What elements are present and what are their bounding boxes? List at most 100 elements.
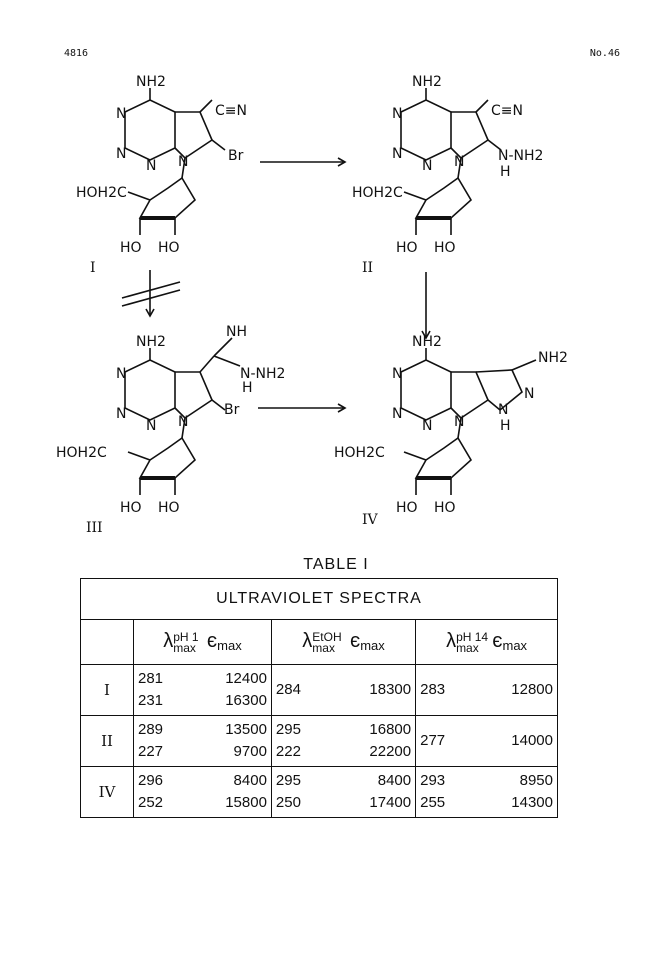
svg-text:C≡N: C≡N (491, 103, 523, 119)
svg-text:N: N (178, 414, 188, 430)
svg-text:N: N (146, 418, 156, 434)
svg-text:HO: HO (434, 500, 456, 516)
reaction-scheme: NH2 C≡N N N N N Br HOH2C HO HO I NH2 C≡N… (56, 74, 568, 536)
svg-text:III: III (86, 520, 103, 536)
svg-text:H: H (500, 164, 511, 180)
value-pair: 281 12400 (138, 668, 267, 690)
svg-text:N: N (146, 158, 156, 174)
svg-text:HO: HO (434, 240, 456, 256)
svg-text:HOH2C: HOH2C (352, 185, 403, 201)
svg-text:HO: HO (120, 500, 142, 516)
value-pair: 284 18300 (276, 679, 411, 701)
svg-text:HO: HO (120, 240, 142, 256)
cell-etoh: 284 18300 (270, 664, 417, 716)
compound-2-labels: NH2 C≡N N N N N N-NH2 H HOH2C HO HO II (352, 74, 543, 276)
svg-text:N-NH2: N-NH2 (240, 366, 285, 382)
svg-text:NH2: NH2 (412, 74, 442, 90)
lambda-value: 255 (420, 794, 446, 811)
lambda-value: 227 (138, 743, 164, 760)
value-pair: 252 15800 (138, 792, 267, 814)
compound-numeral: IV (80, 766, 134, 818)
compound-3-structure (124, 337, 241, 495)
epsilon-value: 9700 (233, 743, 267, 760)
svg-text:I: I (90, 260, 96, 276)
lambda-value: 252 (138, 794, 164, 811)
svg-text:N: N (392, 106, 402, 122)
epsilon-value: 18300 (369, 681, 412, 698)
table-caption: ULTRAVIOLET SPECTRA (80, 578, 558, 620)
blocked-mark (121, 281, 181, 299)
svg-text:N: N (116, 406, 126, 422)
svg-text:IV: IV (362, 512, 379, 528)
issue-number: No.46 (589, 48, 620, 59)
svg-text:N: N (422, 158, 432, 174)
svg-text:HO: HO (158, 240, 180, 256)
svg-text:N: N (392, 366, 402, 382)
epsilon-value: 14300 (511, 794, 553, 811)
svg-text:N: N (178, 154, 188, 170)
lambda-value: 289 (138, 721, 164, 738)
lambda-value: 284 (275, 681, 301, 698)
svg-text:NH2: NH2 (412, 334, 442, 350)
page-number: 4816 (64, 48, 89, 59)
svg-text:NH: NH (226, 324, 247, 340)
value-pair: 227 9700 (138, 741, 267, 763)
lambda-value: 277 (420, 732, 446, 749)
epsilon-value: 8400 (377, 772, 412, 789)
svg-text:HO: HO (396, 240, 418, 256)
epsilon-value: 22200 (369, 743, 412, 760)
svg-text:N: N (392, 146, 402, 162)
lambda-value: 281 (138, 670, 164, 687)
lambda-value: 231 (138, 692, 164, 709)
svg-text:N: N (392, 406, 402, 422)
svg-text:II: II (362, 260, 373, 276)
svg-text:N: N (498, 402, 508, 418)
svg-text:N-NH2: N-NH2 (498, 148, 543, 164)
value-pair: 255 14300 (420, 792, 553, 814)
compound-numeral: I (80, 664, 134, 716)
lambda-value: 293 (420, 772, 446, 789)
epsilon-value: 15800 (225, 794, 267, 811)
lambda-value: 295 (275, 721, 301, 738)
svg-text:H: H (500, 418, 511, 434)
svg-text:N: N (422, 418, 432, 434)
svg-text:HOH2C: HOH2C (76, 185, 127, 201)
svg-text:Br: Br (224, 402, 240, 418)
svg-text:NH2: NH2 (136, 334, 166, 350)
epsilon-value: 17400 (369, 794, 412, 811)
epsilon-value: 12400 (225, 670, 267, 687)
table-title: TABLE I (303, 556, 369, 573)
svg-text:N: N (116, 366, 126, 382)
lambda-value: 250 (275, 794, 301, 811)
epsilon-value: 8400 (233, 772, 267, 789)
value-pair: 222 22200 (276, 741, 411, 763)
svg-text:N: N (524, 386, 534, 402)
compound-numeral: II (80, 715, 134, 767)
compound-1-structure (124, 88, 226, 235)
svg-text:H: H (242, 380, 253, 396)
epsilon-value: 12800 (511, 681, 553, 698)
lambda-value: 222 (275, 743, 301, 760)
